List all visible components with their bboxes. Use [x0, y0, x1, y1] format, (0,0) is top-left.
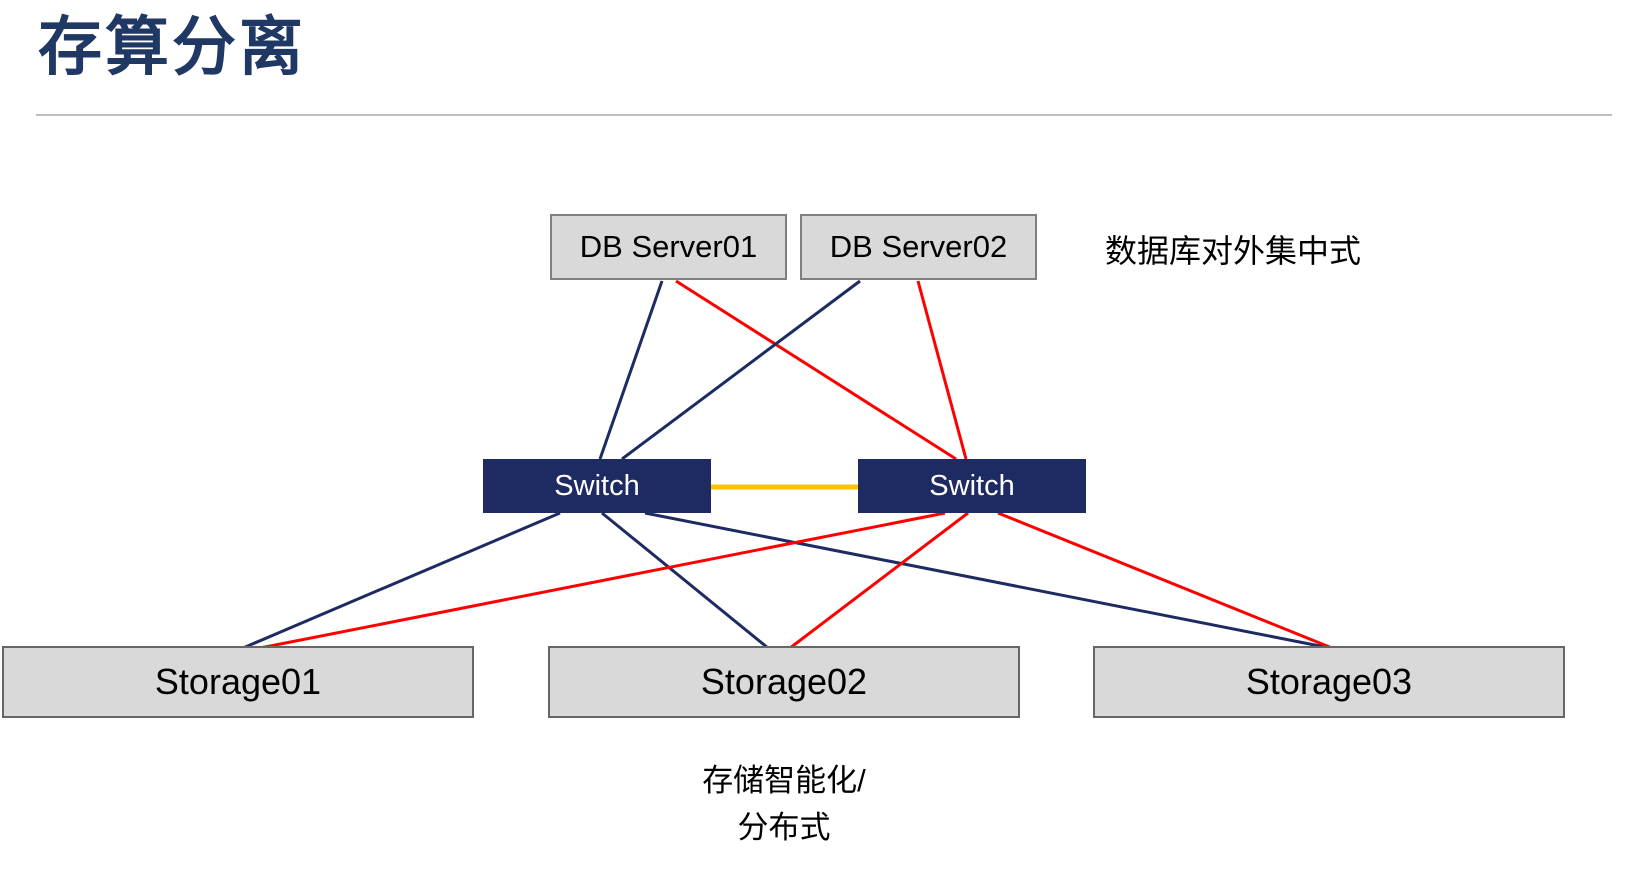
edge-switch1-storage1 [242, 511, 561, 650]
annotation-storage-line1: 存储智能化/ [702, 763, 866, 798]
title-divider [36, 114, 1612, 116]
edge-switch2-storage3 [997, 511, 1333, 650]
edge-switch2-storage1 [249, 511, 946, 652]
node-storage03: Storage03 [1093, 646, 1565, 718]
annotation-storage-intelligent: 存储智能化/ 分布式 [548, 758, 1020, 851]
node-db-server01: DB Server01 [550, 214, 787, 280]
edge-switch2-storage2 [789, 511, 969, 650]
page-title: 存算分离 [38, 11, 306, 83]
node-switch-left: Switch [483, 459, 711, 513]
edge-db1-switch1 [598, 280, 664, 460]
node-switch-right: Switch [858, 459, 1086, 513]
node-db-server02: DB Server02 [800, 214, 1037, 280]
node-storage01: Storage01 [2, 646, 474, 718]
edge-db2-switch1 [621, 279, 861, 461]
edge-db1-switch2 [675, 279, 957, 461]
edge-switch1-storage2 [601, 511, 769, 650]
edge-db2-switch2 [916, 280, 968, 460]
edge-switch1-storage3 [644, 511, 1331, 650]
annotation-db-centralized: 数据库对外集中式 [1105, 233, 1362, 269]
annotation-storage-line2: 分布式 [737, 809, 831, 845]
node-storage02: Storage02 [548, 646, 1020, 718]
